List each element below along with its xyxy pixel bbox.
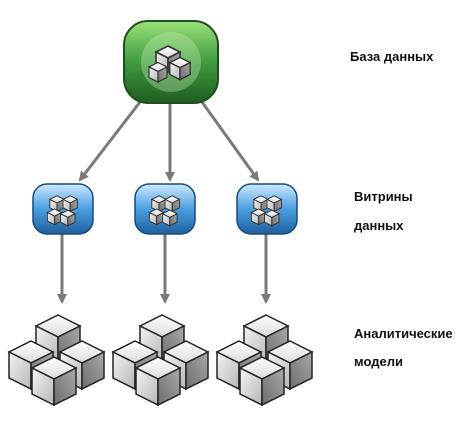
cube-cluster-icon-1 <box>9 315 104 405</box>
arrow-db-to-mart-1 <box>78 101 142 182</box>
label-analytic-models-line2: модели <box>354 354 403 369</box>
cube-cluster-icon-2 <box>113 315 208 405</box>
arrow-db-to-mart-3 <box>200 101 260 182</box>
label-analytic-models-line1: Аналитические <box>354 326 453 341</box>
label-data-marts-line1: Витрины <box>354 189 413 204</box>
data-mart-cylinder-icon-2 <box>134 183 196 235</box>
data-mart-cylinder-icon-3 <box>236 183 298 235</box>
label-database: База данных <box>350 49 434 64</box>
data-mart-cylinder-icon-1 <box>32 183 94 235</box>
cube-cluster-icon-3 <box>217 315 312 405</box>
label-data-marts-line2: данных <box>354 218 404 233</box>
database-cylinder-icon <box>123 20 219 104</box>
